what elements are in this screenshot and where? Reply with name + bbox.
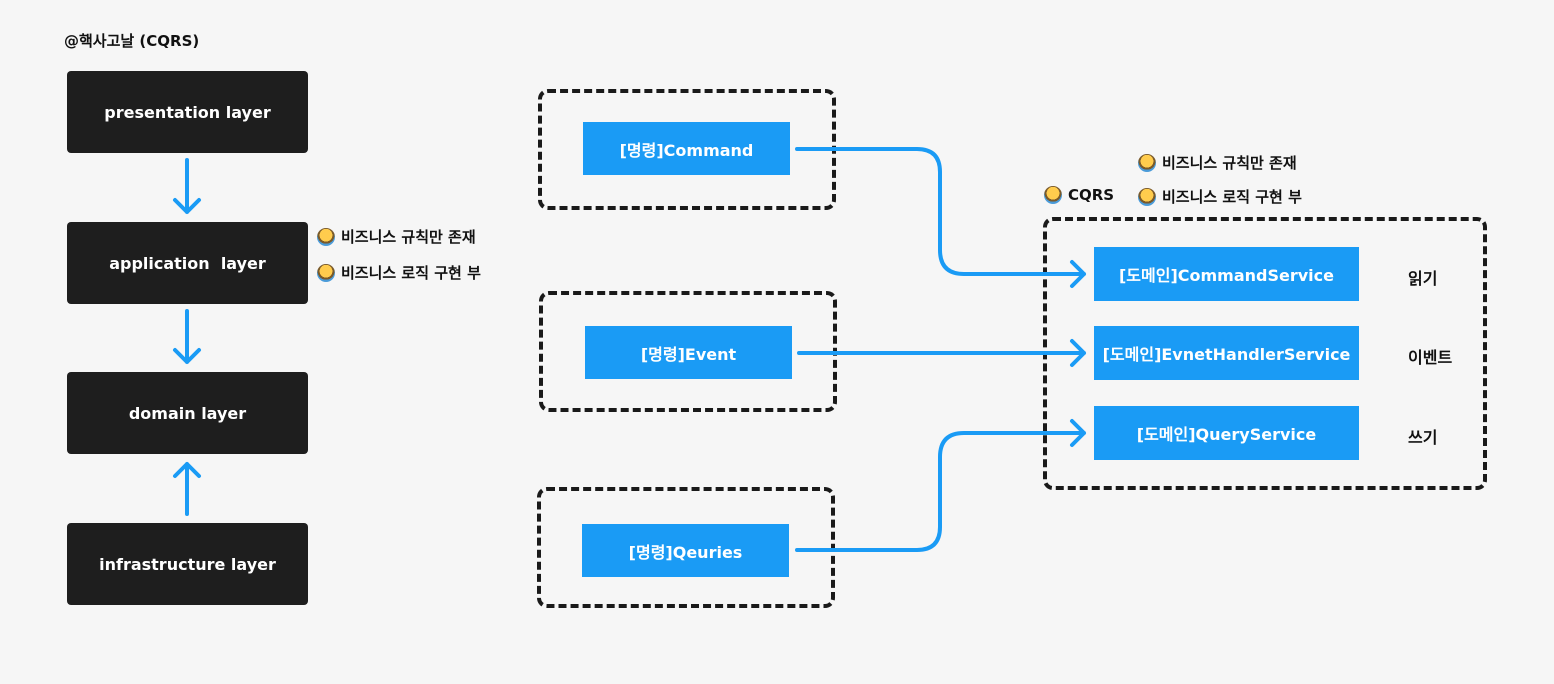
command-to-service-arrow (795, 147, 1086, 288)
read-label: 읽기 (1408, 269, 1438, 288)
application-note-rules: 비즈니스 규칙만 존재 (317, 226, 476, 247)
domain-note-cqrs: CQRS (1044, 186, 1114, 204)
domain-note-rules: 비즈니스 규칙만 존재 (1138, 152, 1297, 173)
domain-layer-box: domain layer (67, 372, 308, 454)
command-service-box: [도메인]CommandService (1094, 247, 1359, 301)
note-text: 비즈니스 규칙만 존재 (1162, 154, 1297, 172)
application-to-domain-arrow (173, 309, 201, 364)
presentation-to-application-arrow (173, 158, 201, 214)
event-box: [명령]Event (585, 326, 792, 379)
infrastructure-to-domain-arrow (173, 462, 201, 516)
person-emoji-icon (1044, 186, 1062, 204)
application-note-logic: 비즈니스 로직 구현 부 (317, 262, 481, 283)
person-emoji-icon (317, 227, 335, 246)
infrastructure-layer-box: infrastructure layer (67, 523, 308, 605)
query-service-box: [도메인]QueryService (1094, 406, 1359, 460)
note-text: 비즈니스 로직 구현 부 (341, 264, 481, 282)
write-label: 쓰기 (1408, 428, 1438, 447)
person-emoji-icon (1138, 187, 1156, 206)
note-text: 비즈니스 로직 구현 부 (1162, 188, 1302, 206)
diagram-title: @핵사고날 (CQRS) (64, 32, 200, 50)
domain-note-logic: 비즈니스 로직 구현 부 (1138, 186, 1302, 207)
queries-to-service-arrow (795, 419, 1086, 552)
command-box: [명령]Command (583, 122, 790, 175)
event-to-service-arrow (797, 339, 1086, 367)
person-emoji-icon (1138, 153, 1156, 172)
person-emoji-icon (317, 263, 335, 282)
note-text: CQRS (1068, 186, 1115, 204)
presentation-layer-box: presentation layer (67, 71, 308, 153)
event-label: 이벤트 (1408, 348, 1453, 367)
note-text: 비즈니스 규칙만 존재 (341, 228, 476, 246)
queries-box: [명령]Qeuries (582, 524, 789, 577)
event-handler-service-box: [도메인]EvnetHandlerService (1094, 326, 1359, 380)
application-layer-box: application layer (67, 222, 308, 304)
